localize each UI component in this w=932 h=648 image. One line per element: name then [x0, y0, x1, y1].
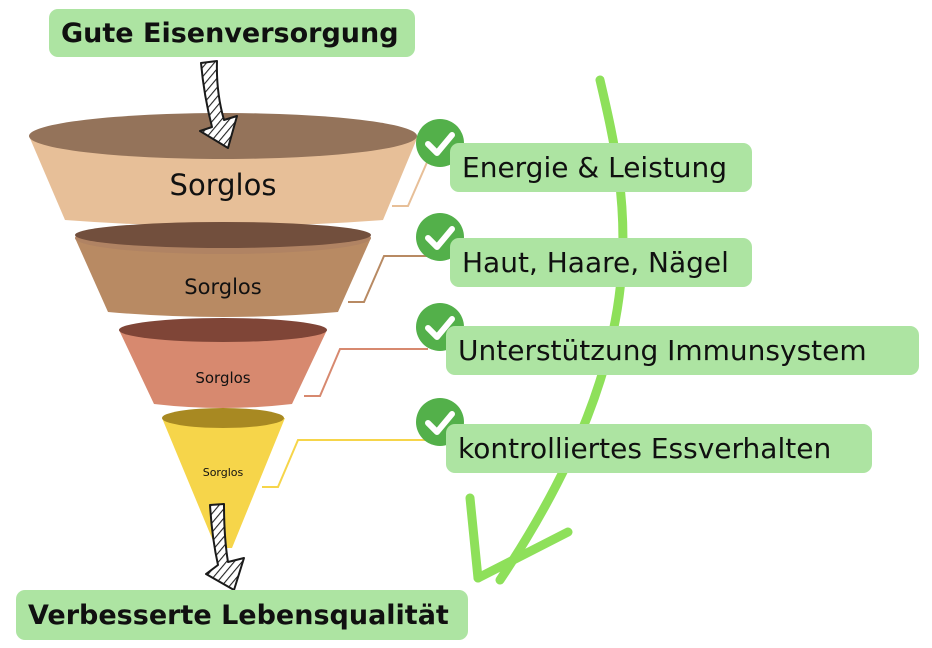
top-label-box: Gute Eisenversorgung — [49, 9, 415, 57]
benefit-text: Energie & Leistung — [462, 151, 728, 184]
connector-line-3 — [304, 348, 428, 397]
benefit-text: kontrolliertes Essverhalten — [458, 432, 832, 465]
benefit-box-4: kontrolliertes Essverhalten — [446, 424, 872, 473]
top-label: Gute Eisenversorgung — [61, 17, 399, 49]
benefit-box-2: Haut, Haare, Nägel — [450, 238, 752, 287]
funnel-layer-2 — [75, 222, 371, 317]
funnel-layer-3 — [119, 318, 327, 408]
benefit-box-1: Energie & Leistung — [450, 143, 752, 192]
bottom-label-box: Verbesserte Lebensqualität — [16, 590, 468, 640]
connector-line-1 — [392, 159, 429, 207]
funnel-layer-4 — [162, 408, 285, 548]
benefit-text: Haut, Haare, Nägel — [462, 246, 729, 279]
benefit-box-3: Unterstützung Immunsystem — [446, 326, 919, 375]
benefit-text: Unterstützung Immunsystem — [458, 334, 867, 367]
connector-line-4 — [262, 439, 428, 488]
connector-lines — [262, 159, 429, 488]
funnel-level-2-label: Sorglos — [184, 275, 262, 299]
funnel-level-3-label: Sorglos — [195, 369, 251, 387]
connector-line-2 — [348, 255, 428, 303]
funnel-level-4-label: Sorglos — [202, 466, 244, 479]
funnel-level-1-label: Sorglos — [169, 168, 277, 202]
hatched-arrow-down-bottom — [205, 503, 245, 591]
hatched-arrow-down-top — [199, 60, 238, 149]
bottom-label: Verbesserte Lebensqualität — [28, 599, 449, 631]
